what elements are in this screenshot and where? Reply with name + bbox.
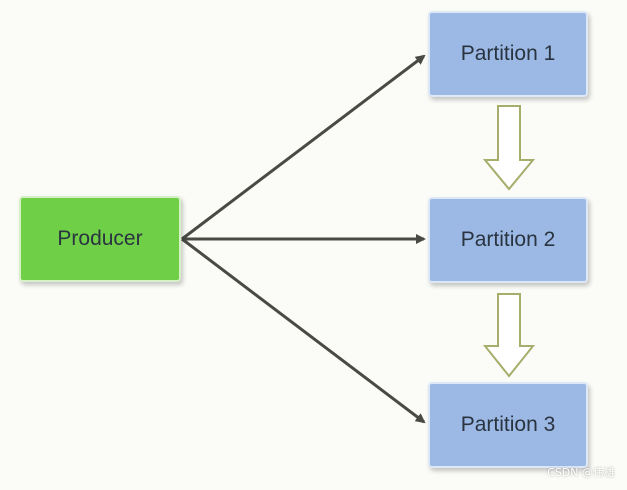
arrow-producer-to-partition-3 [181, 237, 426, 424]
partition-3-node: Partition 3 [428, 382, 588, 468]
partition-2-node: Partition 2 [428, 197, 588, 283]
arrow-producer-to-partition-1 [181, 54, 426, 241]
partition-1-label: Partition 1 [460, 42, 556, 65]
partition-3-label: Partition 3 [460, 413, 556, 436]
watermark: CSDN @伟雄 [547, 466, 615, 479]
partition-1-node: Partition 1 [428, 11, 588, 97]
block-arrow-partition-2-to-3 [482, 293, 536, 378]
block-arrow-partition-1-to-2 [482, 105, 536, 191]
partition-2-label: Partition 2 [460, 228, 556, 251]
producer-node: Producer [19, 196, 181, 282]
producer-label: Producer [57, 227, 143, 250]
